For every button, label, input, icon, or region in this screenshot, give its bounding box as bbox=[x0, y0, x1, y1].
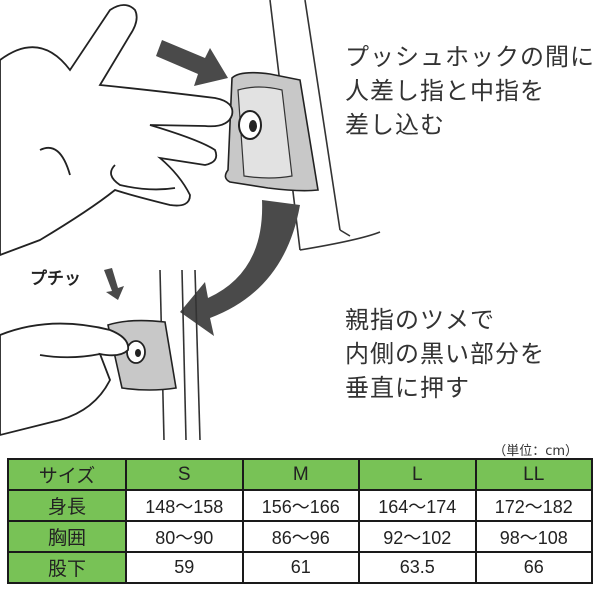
table-cell: 92～102 bbox=[358, 520, 477, 553]
instruction-line: 垂直に押す bbox=[345, 374, 470, 402]
table-cell: 61 bbox=[241, 551, 360, 584]
size-table: サイズ S M L LL 身長 148～158 156～166 164～174 … bbox=[7, 458, 593, 584]
instruction-step-1: プッシュホックの間に 人差し指と中指を 差し込む bbox=[345, 40, 595, 142]
snap-sound-label: プチッ bbox=[30, 269, 81, 289]
table-row: 身長 148～158 156～166 164～174 172～182 bbox=[7, 489, 593, 522]
instruction-line: 差し込む bbox=[345, 111, 445, 139]
table-cell: 80～90 bbox=[125, 520, 244, 553]
table-cell: 66 bbox=[474, 551, 593, 584]
instruction-line: プッシュホックの間に bbox=[345, 43, 595, 71]
down-arrow-icon bbox=[104, 268, 124, 300]
hand-lower bbox=[0, 322, 130, 436]
table-row: 股下 59 61 63.5 66 bbox=[7, 551, 593, 584]
header-cell: S bbox=[125, 458, 244, 491]
table-cell: 164～174 bbox=[358, 489, 477, 522]
table-row: 胸囲 80～90 86～96 92～102 98～108 bbox=[7, 520, 593, 553]
table-cell: 59 bbox=[125, 551, 244, 584]
header-cell: M bbox=[241, 458, 360, 491]
instruction-line: 親指のツメで bbox=[345, 306, 495, 334]
header-cell: LL bbox=[474, 458, 593, 491]
table-cell: 98～108 bbox=[474, 520, 593, 553]
instruction-line: 人差し指と中指を bbox=[345, 77, 545, 105]
header-cell: L bbox=[358, 458, 477, 491]
row-label: 身長 bbox=[7, 489, 127, 522]
instruction-line: 内側の黒い部分を bbox=[345, 340, 545, 368]
push-arrow-icon bbox=[156, 40, 228, 86]
hand-upper bbox=[0, 4, 234, 256]
snap-tab-lower bbox=[107, 319, 177, 391]
curved-arrow-icon bbox=[180, 200, 300, 336]
table-cell: 148～158 bbox=[125, 489, 244, 522]
snap-tab-upper bbox=[224, 71, 319, 192]
header-cell: サイズ bbox=[7, 458, 127, 491]
row-label: 股下 bbox=[7, 551, 127, 584]
table-cell: 156～166 bbox=[241, 489, 360, 522]
table-cell: 63.5 bbox=[358, 551, 477, 584]
table-cell: 86～96 bbox=[241, 520, 360, 553]
instruction-step-2: 親指のツメで 内側の黒い部分を 垂直に押す bbox=[345, 303, 545, 405]
unit-note: （単位：cm） bbox=[493, 444, 578, 459]
table-cell: 172～182 bbox=[474, 489, 593, 522]
instruction-illustration bbox=[0, 0, 381, 441]
row-label: 胸囲 bbox=[7, 520, 127, 553]
size-table-header-row: サイズ S M L LL bbox=[7, 458, 593, 491]
